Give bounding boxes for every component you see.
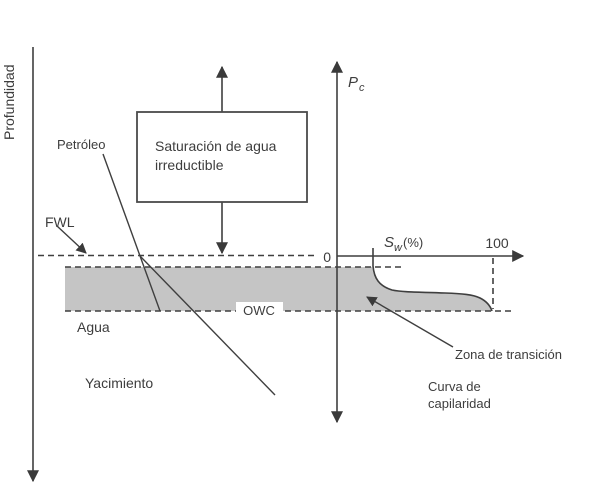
transition-zone-band (65, 266, 492, 311)
sw-axis-label: S (384, 234, 394, 251)
saturation-box-text-line1: Saturación de agua (155, 138, 277, 154)
saturation-box (136, 111, 308, 203)
pc-axis-label: P (348, 74, 358, 91)
capillary-curve (372, 248, 493, 312)
sw-axis-unit: (%) (403, 235, 423, 250)
agua-label: Agua (77, 319, 110, 335)
fwl-label: FWL (45, 214, 75, 230)
petroleo-leader-line (102, 153, 161, 312)
pc-axis-subscript: c (359, 82, 365, 94)
curva-capilaridad-label-line2: capilaridad (428, 396, 491, 411)
owc-label-chip (236, 302, 283, 319)
saturation-box-text-line2: irreductible (155, 157, 224, 173)
sw-max-tick-label: 100 (485, 235, 509, 251)
origin-tick-label: 0 (323, 249, 331, 265)
zona-transicion-arrow (366, 296, 454, 348)
petroleo-label: Petróleo (57, 137, 105, 152)
owc-label: OWC (243, 303, 275, 318)
curva-capilaridad-label-line1: Curva de (428, 379, 481, 394)
fwl-arrow (56, 225, 87, 254)
depth-axis-label: Profundidad (1, 64, 17, 140)
petroleo-branch-line (139, 255, 276, 396)
zona-transicion-label: Zona de transición (455, 347, 562, 362)
sw-axis-subscript: w (394, 242, 403, 254)
yacimiento-label: Yacimiento (85, 375, 153, 391)
